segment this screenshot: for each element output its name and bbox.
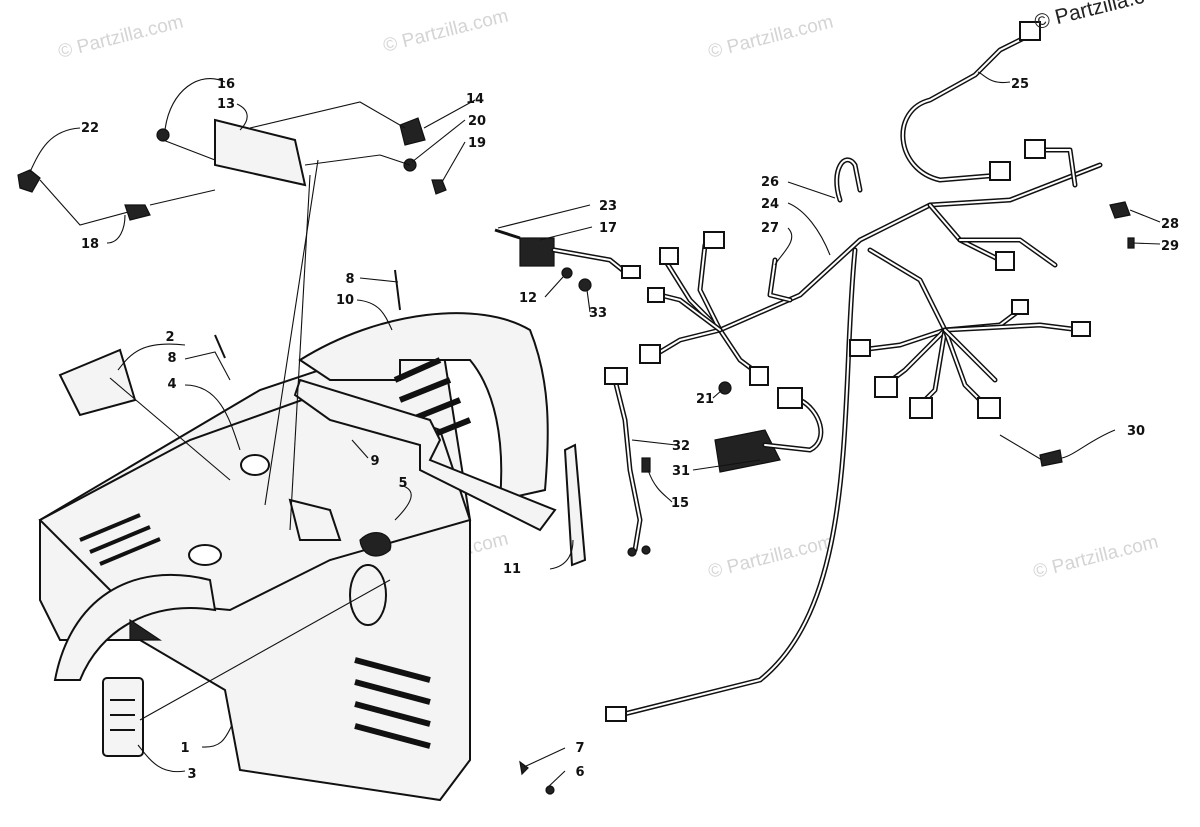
callout-8-left: 8 <box>167 351 176 366</box>
callout-10: 10 <box>336 293 354 308</box>
callout-25: 25 <box>1011 77 1029 92</box>
callout-29: 29 <box>1161 239 1179 254</box>
callout-3: 3 <box>187 767 196 782</box>
callout-27: 27 <box>761 221 779 236</box>
harness-part-24 <box>605 157 1103 722</box>
watermark: © Partzilla.com <box>56 12 185 63</box>
callout-21: 21 <box>696 392 714 407</box>
watermark: © Partzilla.com <box>706 12 835 63</box>
callout-19: 19 <box>468 136 486 151</box>
screw-part-7 <box>519 760 529 776</box>
screw-part-29 <box>1127 237 1135 249</box>
watermark: © Partzilla.com <box>706 532 835 583</box>
gauge-hole <box>240 454 270 476</box>
knob-part-5 <box>359 532 392 557</box>
screw-part-6 <box>545 785 555 795</box>
callout-31: 31 <box>672 464 690 479</box>
washer-part-12 <box>561 267 573 279</box>
rivet-part-8 <box>214 334 226 359</box>
fuse-part-15 <box>641 457 651 473</box>
callout-6: 6 <box>575 765 584 780</box>
callout-9: 9 <box>370 454 379 469</box>
callout-11: 11 <box>503 562 521 577</box>
vent-slots-side <box>354 657 431 749</box>
callout-20: 20 <box>468 114 486 129</box>
bulb-part-22 <box>17 169 41 193</box>
callout-18: 18 <box>81 237 99 252</box>
switch-part-14 <box>399 117 426 146</box>
nut-part-33 <box>578 278 592 292</box>
callout-7: 7 <box>575 741 584 756</box>
callout-1: 1 <box>180 741 189 756</box>
callout-32: 32 <box>672 439 690 454</box>
nut-part-21 <box>718 381 732 395</box>
strip-part-11 <box>563 443 587 567</box>
decal-part-2 <box>58 348 137 417</box>
plate-part-9 <box>293 378 557 532</box>
plug-part-30 <box>1039 449 1063 467</box>
wire-part-25 <box>900 21 1078 188</box>
relay-part-17 <box>494 228 641 279</box>
light-assembly <box>17 101 447 226</box>
console-housing <box>38 328 472 802</box>
vent-slots-left <box>79 513 161 566</box>
callout-22: 22 <box>81 121 99 136</box>
callout-12: 12 <box>519 291 537 306</box>
callout-4: 4 <box>167 377 176 392</box>
clamp-part-28 <box>1109 201 1131 219</box>
callout-13: 13 <box>217 97 235 112</box>
callout-33: 33 <box>589 306 607 321</box>
leader-lines <box>29 71 1161 790</box>
watermark: © Partzilla.com <box>381 6 510 57</box>
callout-14: 14 <box>466 92 484 107</box>
callout-labels: 1 2 3 4 5 6 7 8 8 9 10 11 12 13 14 15 16… <box>81 77 1179 782</box>
nut-part-16 <box>156 128 170 142</box>
socket-part-18 <box>124 204 151 221</box>
callout-17: 17 <box>599 221 617 236</box>
nut-part-19 <box>431 179 447 195</box>
callout-15: 15 <box>671 496 689 511</box>
callout-2: 2 <box>165 330 174 345</box>
dash-hole <box>188 544 222 566</box>
callout-28: 28 <box>1161 217 1179 232</box>
callout-23: 23 <box>599 199 617 214</box>
callout-24: 24 <box>761 197 779 212</box>
callout-8-top: 8 <box>345 272 354 287</box>
callout-26: 26 <box>761 175 779 190</box>
callout-16: 16 <box>217 77 235 92</box>
watermark: © Partzilla.com <box>1031 532 1160 583</box>
regulator-part-31 <box>714 387 824 473</box>
callout-5: 5 <box>398 476 407 491</box>
rivet-part-8 <box>394 269 401 311</box>
wire-part-32 <box>604 367 651 557</box>
callout-30: 30 <box>1127 424 1145 439</box>
decal-part-3 <box>102 677 144 757</box>
lens-part-13 <box>214 118 307 187</box>
